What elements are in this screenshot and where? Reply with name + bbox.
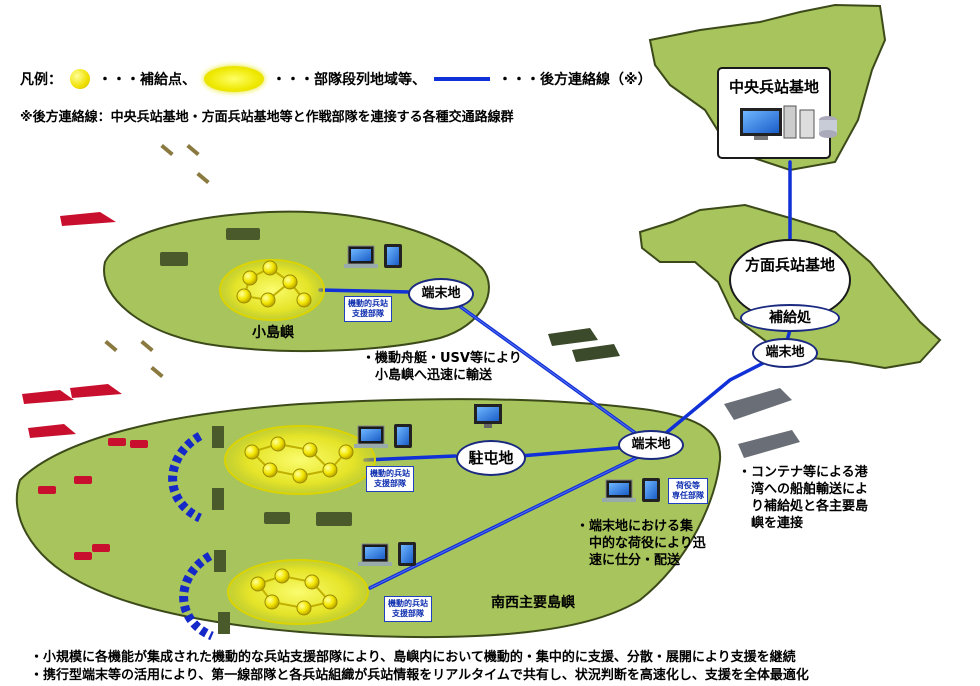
- laptop-tablet-icon-terminal: [602, 478, 660, 502]
- central-base-label: 中央兵站基地: [728, 78, 819, 96]
- unit-area-icon: [204, 66, 264, 92]
- mobile-support-unit-small: 機動的兵站 支援部隊: [344, 296, 392, 322]
- main-island-label: 南西主要島嶼: [491, 595, 575, 611]
- defense-arcs: [168, 432, 214, 641]
- supply-point-icon: [70, 69, 90, 89]
- friendly-vehicle-icon: [160, 228, 352, 634]
- landing-craft-icon: [548, 328, 620, 362]
- laptop-tablet-icon-upper: [354, 424, 412, 448]
- annotation-terminal-cargo: ・端末地における集 中的な荷役により迅 速に仕分・配送: [576, 519, 706, 568]
- logistics-line-icon: [434, 77, 490, 81]
- supply-points: [236, 260, 354, 616]
- bottom-note-2: ・携行型端末等の活用により、第一線部隊と各兵站組織が兵站情報をリアルタイムで共有…: [30, 668, 809, 683]
- regional-base-label: 方面兵站基地: [744, 256, 835, 274]
- annotation-container: ・コンテナ等による港 湾への船舶輸送によ り補給処と各主要島 嶼を連接: [738, 465, 869, 531]
- mobile-support-unit-upper: 機動的兵站 支援部隊: [366, 466, 414, 492]
- terminal-main-island: 端末地: [618, 430, 684, 460]
- monitor-icon-garrison: [474, 404, 502, 428]
- terminal-regional: 端末地: [752, 338, 818, 368]
- garrison-label: 駐屯地: [456, 440, 526, 476]
- legend-prefix: 凡例：: [20, 72, 62, 88]
- enemy-vehicle-icon: [38, 438, 148, 560]
- unit-area-main-lower: [227, 559, 369, 625]
- bottom-note-1: ・小規模に各機能が集成された機動的な兵站支援部隊により、島嶼内において機動的・集…: [30, 650, 796, 665]
- cargo-unit: 荷役等 専任部隊: [668, 478, 708, 504]
- legend: 凡例： ・・・補給点、 ・・・部隊段列地域等、 ・・・後方連絡線（※）: [20, 66, 652, 92]
- laptop-tablet-icon-lower: [358, 542, 416, 566]
- missile-icon: [104, 143, 210, 379]
- annotation-boat: ・機動舟艇・USV等により 小島嶼へ迅速に輸送: [362, 351, 522, 383]
- warship-icon: [22, 212, 122, 438]
- legend-logistics-line: ・・・後方連絡線（※）: [498, 72, 652, 88]
- legend-unit-area: ・・・部隊段列地域等、: [272, 72, 426, 88]
- unit-area-main-upper: [224, 425, 376, 495]
- supply-office-label: 補給処: [740, 304, 840, 332]
- small-island-label: 小島嶼: [252, 325, 294, 341]
- legend-supply-point: ・・・補給点、: [98, 72, 196, 88]
- cargo-ship-icon: [724, 388, 800, 458]
- legend-note: ※後方連絡線：中央兵站基地・方面兵站基地等と作戦部隊を連接する各種交通路線群: [20, 110, 514, 125]
- mobile-support-unit-lower: 機動的兵站 支援部隊: [384, 596, 432, 622]
- main-island: [15, 398, 722, 639]
- terminal-small-island: 端末地: [408, 278, 474, 310]
- server-workstation-icon: [740, 105, 837, 140]
- laptop-tablet-icon-small: [344, 244, 402, 268]
